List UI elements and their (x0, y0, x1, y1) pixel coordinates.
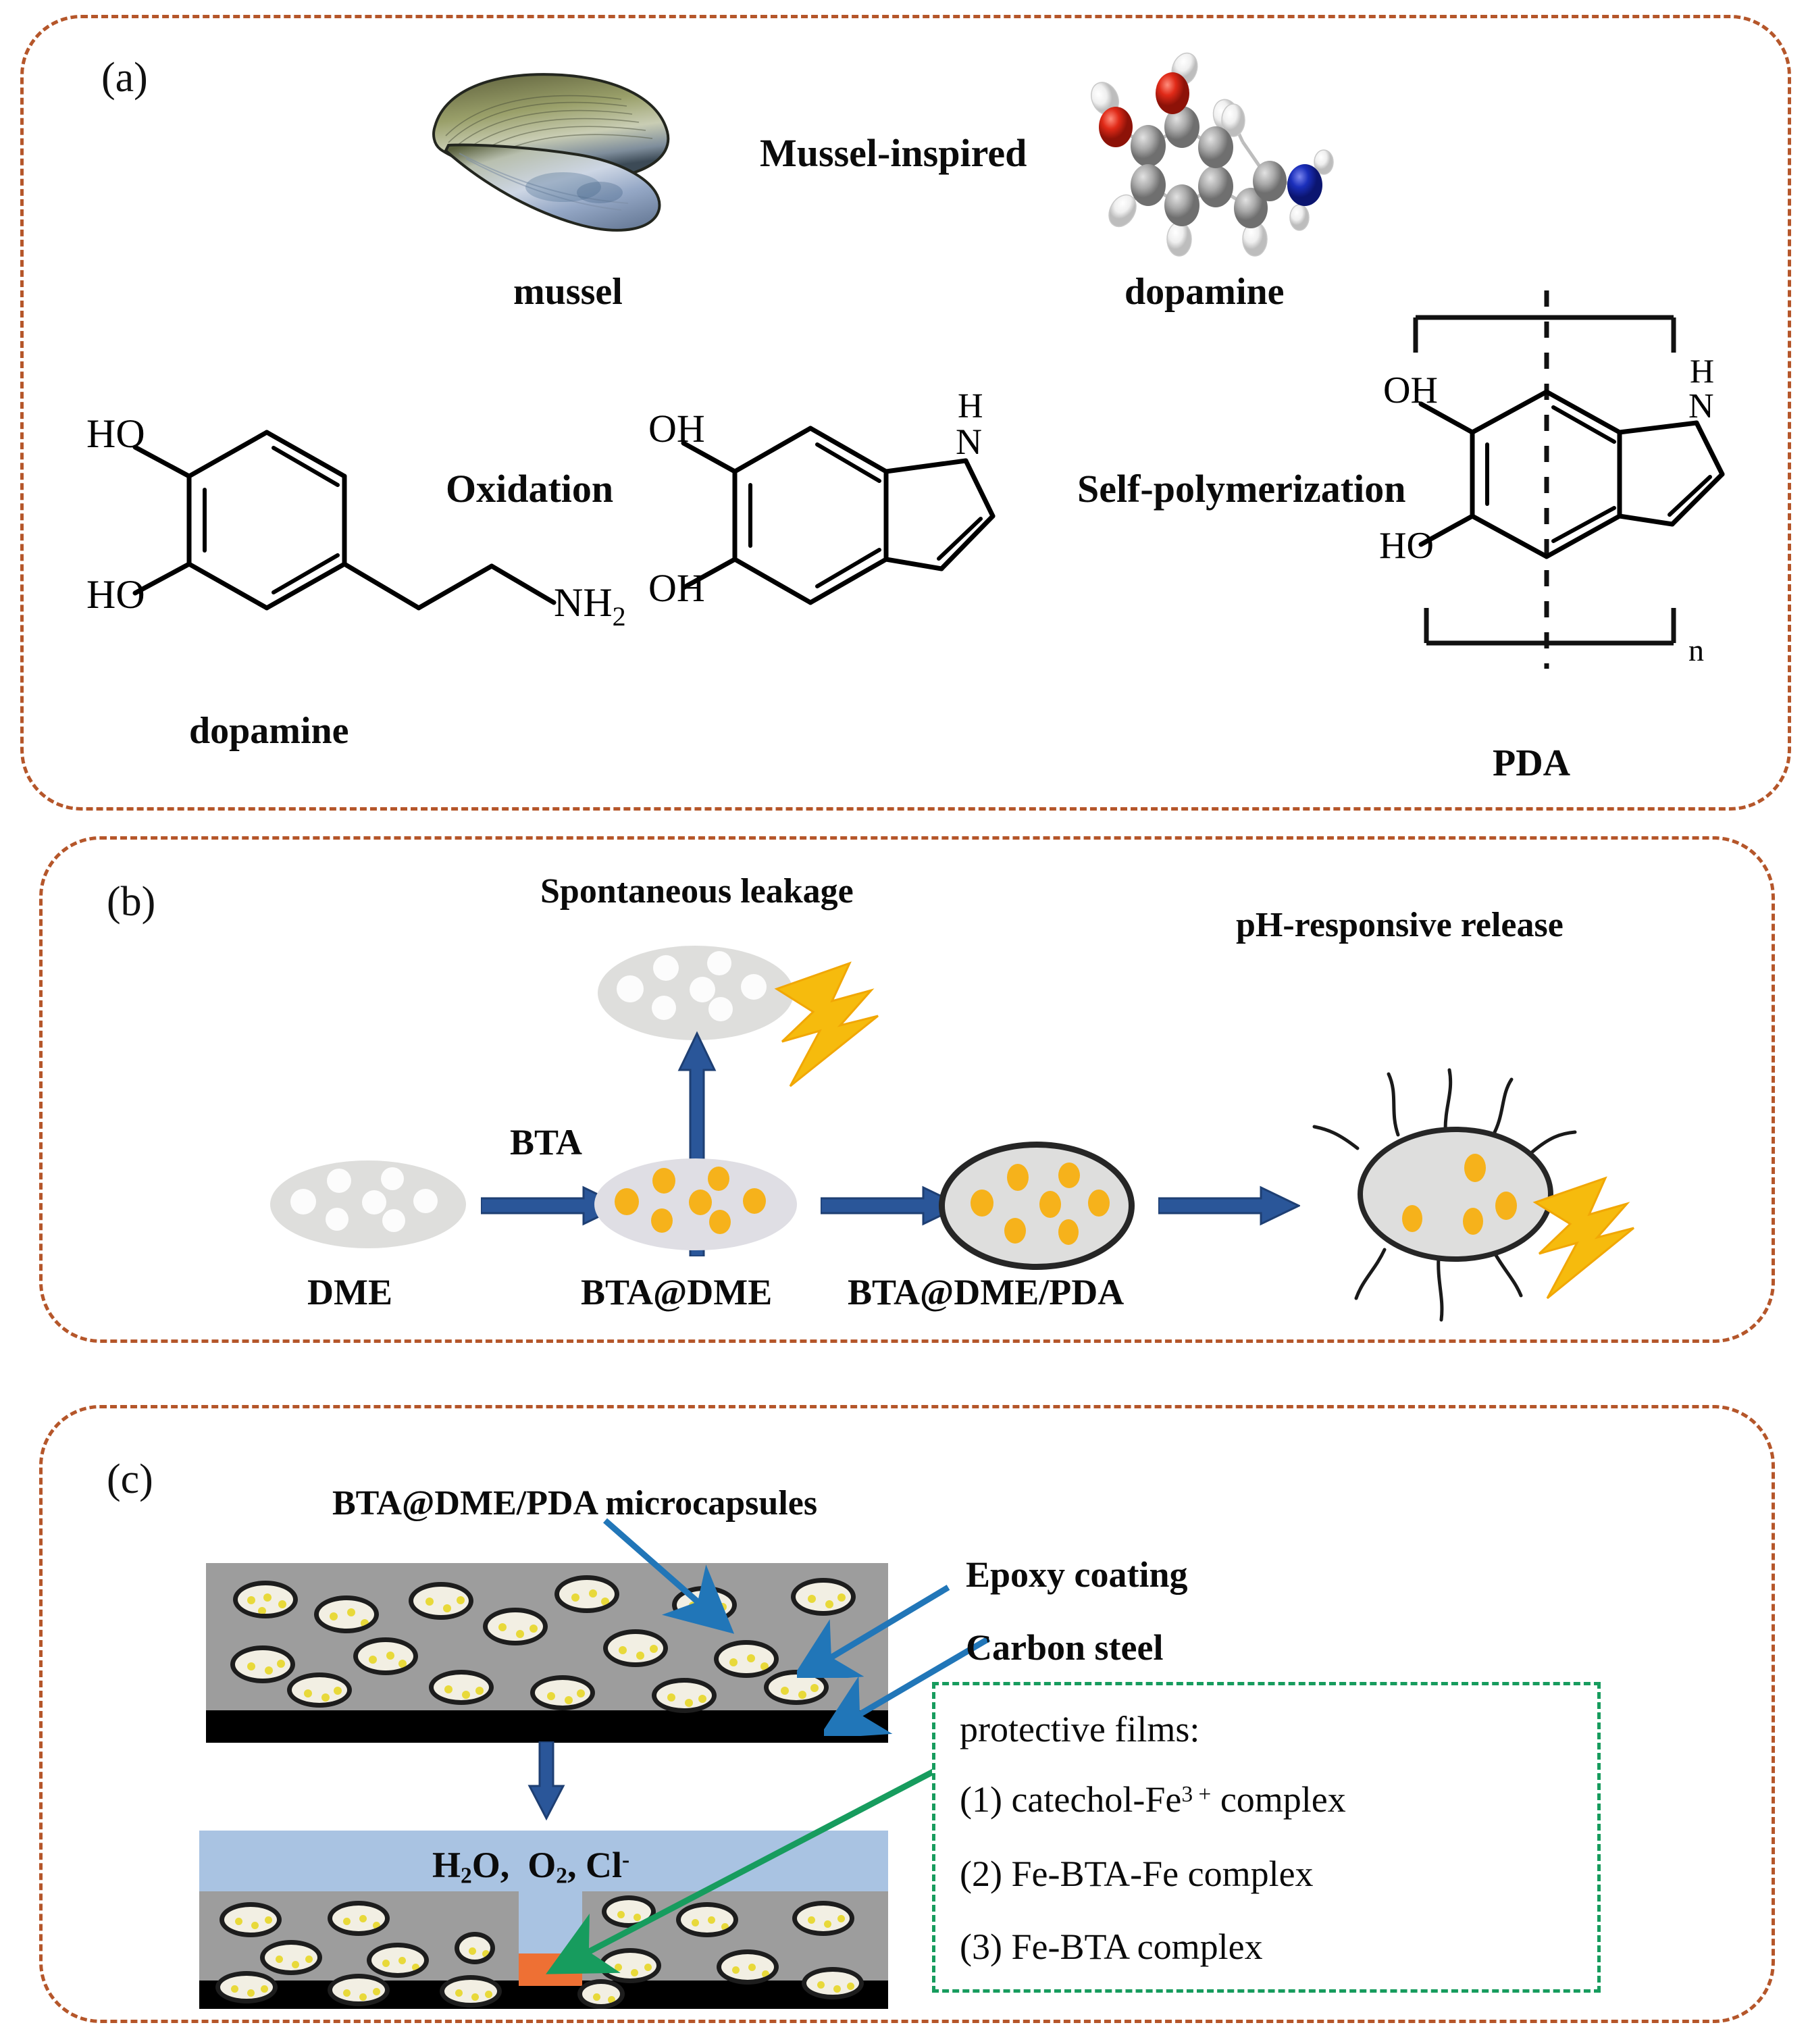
self-polymerization-label: Self-polymerization (1077, 467, 1406, 511)
callout-arrow-microcapsules (601, 1516, 743, 1635)
lightning-bolt-release (1530, 1175, 1658, 1304)
stage-label-dme: DME (307, 1272, 392, 1312)
protective-film-text-2: Fe-BTA-Fe complex (1011, 1854, 1314, 1894)
protective-films-callout-line (540, 1756, 959, 1986)
lightning-bolt-top (770, 961, 905, 1089)
panel-b-label: (b) (107, 879, 156, 925)
microcapsules-callout-label: BTA@DME/PDA microcapsules (332, 1484, 818, 1523)
protective-film-item-1: (1) catechol-Fe3 + complex (960, 1779, 1346, 1820)
protective-film-num-3: (3) (960, 1926, 1002, 1967)
release-squiggles (1276, 1047, 1601, 1344)
svg-text:n: n (1688, 633, 1704, 667)
protective-films-box: protective films: (1) catechol-Fe3 + com… (932, 1682, 1601, 1993)
svg-text:OH: OH (648, 566, 705, 610)
spontaneous-leakage-label: Spontaneous leakage (540, 872, 854, 911)
pda-structure: OH HO N H n (1337, 290, 1756, 669)
ph-responsive-release-label: pH-responsive release (1236, 906, 1564, 944)
arrow-release (1157, 1183, 1301, 1228)
capsule-releasing (1358, 1127, 1553, 1262)
svg-text:N: N (1688, 387, 1714, 426)
species-h2o: H2O, O2, Cl- (432, 1845, 630, 1889)
epoxy-coating-label: Epoxy coating (966, 1554, 1188, 1595)
species-label: H2O, O2, Cl- (432, 1844, 629, 1889)
dopamine-3d-model (1040, 41, 1472, 263)
protective-films-title: protective films: (960, 1709, 1200, 1749)
stage-label-bta-dme: BTA@DME (581, 1272, 773, 1312)
callout-arrow-epoxy (790, 1583, 952, 1683)
oxidation-label: Oxidation (446, 467, 614, 511)
mussel-inspired-label: Mussel-inspired (760, 131, 1027, 175)
svg-text:NH2: NH2 (554, 580, 626, 632)
panel-c-label: (c) (107, 1456, 153, 1502)
dihydroxyindole-structure: OH OH N H (648, 387, 1067, 648)
carbon-steel-label: Carbon steel (966, 1627, 1164, 1668)
svg-text:H: H (1690, 352, 1714, 390)
protective-film-text-3: Fe-BTA complex (1011, 1926, 1263, 1967)
microcapsule-field-top (206, 1563, 888, 1713)
arrow-down-process (525, 1740, 567, 1822)
mussel-caption: mussel (513, 271, 623, 313)
svg-text:OH: OH (648, 407, 705, 451)
dopamine-2d-caption: dopamine (189, 710, 349, 752)
panel-a (20, 15, 1791, 811)
electrolyte-layer (199, 1831, 888, 1891)
capsule-bta-dme (594, 1158, 797, 1250)
protective-film-tail-1: complex (1211, 1779, 1346, 1820)
dopamine-structure: HO HO NH2 (81, 405, 642, 642)
svg-text:H: H (958, 387, 983, 426)
panel-a-label: (a) (101, 55, 148, 101)
svg-text:HO: HO (86, 411, 145, 456)
callout-arrow-carbon-steel (817, 1635, 993, 1739)
protective-film-text-1: catechol-Fe (1011, 1779, 1182, 1820)
protective-film-sup-1: 3 + (1181, 1781, 1212, 1807)
capsule-bta-dme-pda (939, 1142, 1135, 1270)
mussel-image (419, 64, 689, 240)
svg-text:N: N (956, 421, 982, 462)
capsule-leaking (598, 946, 794, 1040)
capsule-dme (270, 1160, 466, 1248)
protective-film-item-2: (2) Fe-BTA-Fe complex (960, 1853, 1314, 1895)
svg-text:HO: HO (1379, 525, 1434, 567)
bta-arrow-label: BTA (510, 1122, 583, 1162)
stage-label-bta-dme-pda: BTA@DME/PDA (848, 1272, 1125, 1312)
protective-film-item-3: (3) Fe-BTA complex (960, 1926, 1263, 1968)
pda-caption: PDA (1493, 742, 1571, 784)
protective-film-num-1: (1) (960, 1779, 1002, 1820)
dopamine-3d-caption: dopamine (1125, 271, 1285, 313)
svg-text:OH: OH (1383, 369, 1438, 411)
svg-text:HO: HO (86, 572, 145, 617)
steel-layer-top (206, 1710, 888, 1743)
protective-film-num-2: (2) (960, 1854, 1002, 1894)
